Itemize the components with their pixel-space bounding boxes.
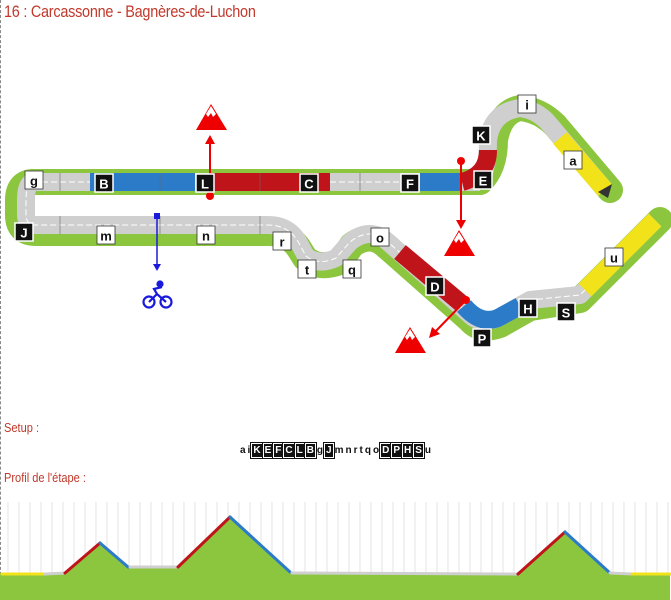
tile-label: D [425, 276, 445, 296]
setup-tile: C [282, 442, 296, 459]
setup-tile: D [379, 442, 393, 459]
tile-label-text: D [430, 280, 439, 295]
setup-tile: S [412, 442, 425, 459]
setup-tile: q [364, 445, 371, 456]
tile-label: r [272, 231, 292, 251]
tile-label: F [400, 173, 420, 193]
cyclist-icon [142, 280, 173, 309]
sprint-segment [553, 132, 612, 196]
mountain-icon [444, 230, 475, 256]
lane-divider [25, 181, 656, 322]
setup-tile: u [424, 445, 431, 456]
descent-segment [457, 298, 525, 329]
tile-label-text: F [406, 177, 414, 192]
setup-tile: g [316, 445, 324, 456]
setup-tile: B [303, 442, 317, 459]
setup-tile: t [359, 445, 363, 456]
setup-tile: L [293, 442, 306, 459]
setup-tile: m [334, 445, 344, 456]
tile-label: E [473, 170, 493, 190]
tile-label-text: n [202, 229, 210, 244]
tile-label-text: t [305, 263, 310, 278]
finish-arrow-icon [598, 184, 612, 198]
setup-heading: Setup : [4, 420, 40, 435]
tile-label: m [96, 225, 116, 245]
tile-label: P [472, 328, 492, 348]
setup-tile: K [250, 442, 264, 459]
tile-label-text: r [279, 235, 284, 250]
tile-label-text: L [201, 177, 209, 192]
rider-marker [142, 213, 173, 309]
tile-label: g [24, 170, 44, 190]
tile-label: K [471, 125, 491, 145]
profile-line [0, 515, 671, 576]
tile-label-text: m [100, 229, 112, 244]
setup-tile: H [400, 442, 415, 459]
tile-label-text: E [479, 174, 488, 189]
tile-label-text: o [376, 231, 384, 246]
setup-tile: a [239, 445, 246, 456]
tile-label-text: S [562, 306, 571, 321]
tile-label-text: H [523, 302, 532, 317]
tile-label: B [94, 173, 114, 193]
setup-tile: J [323, 442, 335, 459]
tile-label-text: C [304, 177, 314, 192]
tile-label: u [604, 247, 624, 267]
tile-label: S [556, 302, 576, 322]
setup-tile: P [390, 442, 403, 459]
setup-tile: i [247, 445, 251, 456]
profile-terrain [0, 517, 670, 600]
mountain-icon [196, 104, 227, 130]
tile-label-text: P [478, 332, 487, 347]
setup-tile: o [372, 445, 380, 456]
setup-tile: n [345, 445, 352, 456]
setup-tile: F [272, 442, 285, 459]
tile-label-text: a [569, 154, 577, 169]
tile-label: i [517, 94, 537, 114]
mountain-icon [395, 327, 426, 353]
tile-label: C [299, 173, 319, 193]
stage-profile [0, 502, 671, 600]
tile-label: L [195, 173, 215, 193]
tile-label-text: u [610, 251, 618, 266]
tile-label: q [342, 259, 362, 279]
tile-label-text: K [476, 129, 486, 144]
tile-separators [59, 173, 361, 234]
tile-label: n [196, 225, 216, 245]
tile-label-text: B [99, 177, 108, 192]
tile-label-text: i [525, 98, 529, 113]
tile-label: J [14, 222, 34, 242]
tile-label: H [518, 298, 538, 318]
tile-label: o [370, 227, 390, 247]
mountain-marker-1 [196, 104, 227, 200]
tile-label: a [563, 150, 583, 170]
setup-tile: E [261, 442, 275, 459]
mountain-marker-3 [395, 296, 470, 353]
mountain-marker-2 [444, 157, 475, 256]
tile-label: t [297, 259, 317, 279]
setup-tile: r [353, 445, 358, 456]
tile-label-text: g [30, 174, 38, 189]
profile-heading: Profil de l'étape : [4, 470, 86, 485]
stage-title: 16 : Carcassonne - Bagnères-de-Luchon [4, 2, 256, 21]
tile-label-text: J [20, 226, 27, 241]
tile-label-text: q [348, 263, 356, 278]
